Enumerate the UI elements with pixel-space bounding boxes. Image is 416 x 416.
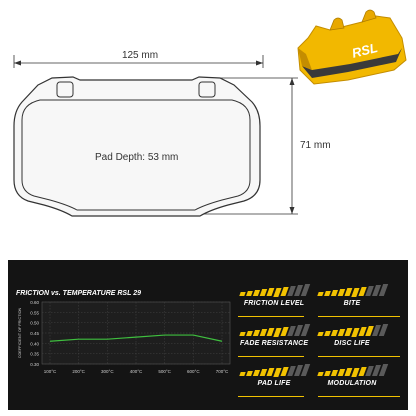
rating-bite: BITE [317,283,389,307]
pad-backing-plate [297,15,407,85]
rating-fade-resistance: FADE RESISTANCE [239,323,311,347]
pad-outline [13,76,261,217]
rating-label: PAD LIFE [257,380,291,387]
rating-bar-segment [317,332,324,336]
rating-bar-segment [317,372,324,376]
rating-friction-level: FRICTION LEVEL [239,283,311,307]
chart-y-axis-label: COEFFICIENT OF FRICTION [18,307,22,358]
rating-disc-life: DISC LIFE [317,323,389,347]
chart-y-tick-label: 0.45 [30,331,39,336]
rating-bar-segment [239,292,246,296]
brand-mark: RSL [350,40,379,61]
rating-label: FADE RESISTANCE [240,340,309,347]
rating-underline [318,356,400,357]
pad-friction-material-outline [21,99,251,211]
rating-bars [239,283,311,296]
height-label: 71 mm [300,140,331,151]
rating-underline [318,316,400,317]
brake-pad-product-image: RSL [297,9,407,85]
rating-underline [238,316,304,317]
chart-y-tick-label: 0.40 [30,341,39,346]
chart-x-tick-label: 700°C [216,369,229,374]
width-arrow-right [256,60,263,66]
height-arrow-bottom [289,207,295,214]
chart-x-tick-label: 100°C [44,369,57,374]
chart-x-tick-label: 600°C [187,369,200,374]
pad-friction-layer [302,48,402,78]
chart-y-tick-label: 0.50 [30,321,39,326]
pad-top-tab-right [361,9,377,23]
width-label: 125 mm [122,50,158,61]
rating-bars [317,283,389,296]
rating-pad-life: PAD LIFE [239,363,311,387]
rating-bar-segment [239,372,246,376]
rating-underline [238,356,304,357]
chart-x-tick-label: 500°C [158,369,171,374]
rating-label: MODULATION [327,380,377,387]
chart-title: FRICTION vs. TEMPERATURE RSL 29 [16,290,141,297]
chart-y-tick-label: 0.60 [30,300,39,305]
rating-bar-segment [239,332,246,336]
rating-bars [239,363,311,376]
rating-modulation: MODULATION [317,363,389,387]
friction-temperature-chart: FRICTION vs. TEMPERATURE RSL 29 0.60 0.55 0… [16,290,231,374]
chart-y-tick-label: 0.30 [30,362,39,367]
rating-label: BITE [343,300,361,307]
rating-label: FRICTION LEVEL [243,300,305,307]
chart-y-tick-label: 0.55 [30,310,39,315]
pad-tab-slot-left [56,81,74,98]
rating-label: DISC LIFE [334,340,370,347]
height-arrow-top [289,78,295,85]
pad-side-shadow [298,48,312,70]
chart-x-tick-label: 200°C [72,369,85,374]
chart-y-tick-label: 0.35 [30,352,39,357]
rating-bar-segment [317,292,324,296]
pad-dimension-drawing: 125 mm 71 mm Pad Depth: 53 mm [13,50,331,217]
pad-top-tab-left [329,17,345,31]
pad-tab-slot-right [198,81,216,98]
pad-depth-label: Pad Depth: 53 mm [95,152,178,163]
width-arrow-left [14,60,21,66]
rating-bars [239,323,311,336]
rating-bars [317,323,389,336]
rating-underline [238,396,304,397]
chart-x-tick-label: 300°C [101,369,114,374]
rating-underline [318,396,400,397]
rating-bars [317,363,389,376]
chart-x-tick-label: 400°C [130,369,143,374]
